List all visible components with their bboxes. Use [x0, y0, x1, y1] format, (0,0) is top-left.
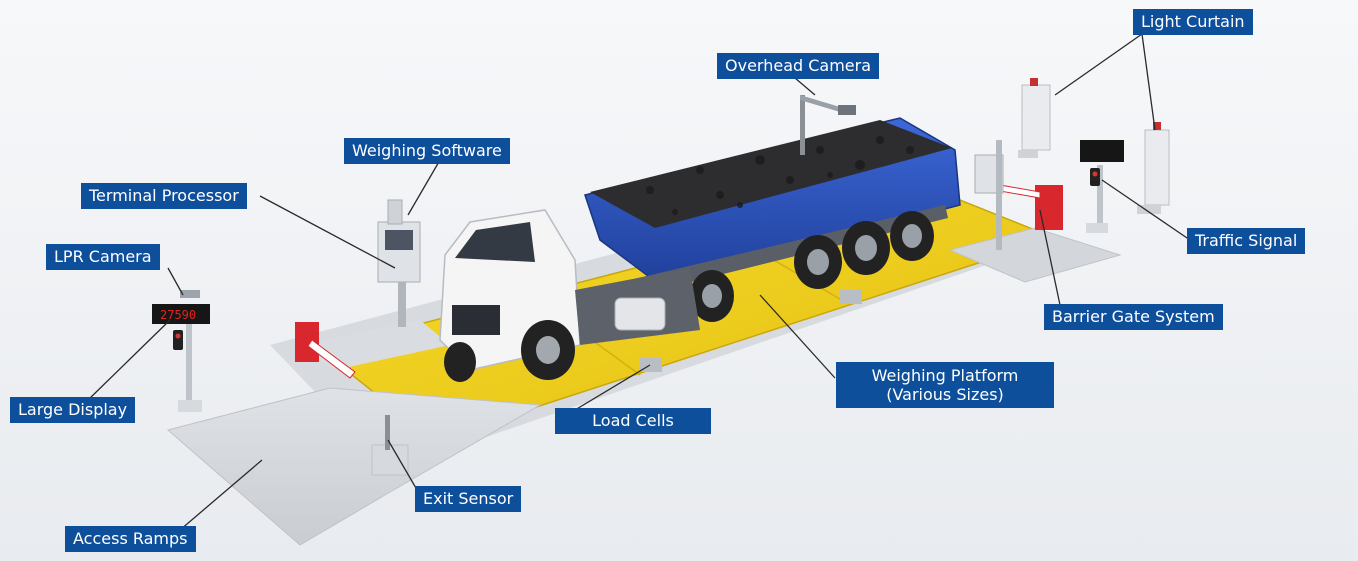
light-curtain-posts	[1018, 78, 1170, 214]
exit-barrier	[999, 184, 1063, 230]
label-load-cells-text: Load Cells	[592, 411, 674, 430]
access-ramp-front	[166, 387, 542, 546]
trailer-wheels	[690, 211, 934, 322]
label-weighing-platform-line1: Weighing Platform	[871, 366, 1019, 385]
label-traffic-signal-text: Traffic Signal	[1195, 231, 1298, 250]
label-barrier-gate-system: Barrier Gate System	[1044, 304, 1223, 330]
load-cell-2	[840, 290, 862, 304]
label-exit-sensor-text: Exit Sensor	[423, 489, 514, 508]
label-terminal-processor: Terminal Processor	[81, 183, 247, 209]
label-traffic-signal: Traffic Signal	[1187, 228, 1306, 254]
left-plinth	[300, 320, 450, 370]
label-overhead-camera-text: Overhead Camera	[725, 56, 872, 75]
load-cell-1	[640, 358, 662, 372]
label-exit-sensor: Exit Sensor	[415, 486, 522, 512]
label-load-cells: Load Cells	[555, 408, 711, 434]
label-lpr-camera: LPR Camera	[46, 244, 160, 270]
entry-barrier	[295, 322, 356, 379]
label-terminal-processor-text: Terminal Processor	[89, 186, 239, 205]
label-access-ramps-text: Access Ramps	[73, 529, 188, 548]
label-barrier-gate-system-text: Barrier Gate System	[1052, 307, 1215, 326]
label-weighing-platform: Weighing Platform (Various Sizes)	[836, 362, 1054, 408]
access-ramp-rear	[948, 227, 1122, 283]
right-kiosk	[974, 140, 1004, 250]
label-overhead-camera: Overhead Camera	[717, 53, 880, 79]
leader-lines	[87, 33, 1191, 531]
exit-sensor-post	[385, 415, 390, 450]
left-display-pole: 27590	[152, 290, 210, 412]
coal-load	[590, 120, 952, 228]
label-large-display: Large Display	[10, 397, 136, 423]
large-display-readout: 27590	[160, 308, 196, 322]
label-large-display-text: Large Display	[18, 400, 128, 419]
label-light-curtain: Light Curtain	[1133, 9, 1253, 35]
truck-cab	[439, 209, 700, 382]
label-weighing-software: Weighing Software	[344, 138, 510, 164]
label-weighing-software-text: Weighing Software	[352, 141, 502, 160]
right-display-pole	[1080, 140, 1124, 233]
terminal-kiosk	[377, 199, 421, 327]
label-access-ramps: Access Ramps	[65, 526, 196, 552]
overhead-camera-mount	[800, 95, 856, 155]
label-light-curtain-text: Light Curtain	[1141, 12, 1245, 31]
label-lpr-camera-text: LPR Camera	[54, 247, 152, 266]
label-weighing-platform-line2: (Various Sizes)	[886, 385, 1004, 404]
